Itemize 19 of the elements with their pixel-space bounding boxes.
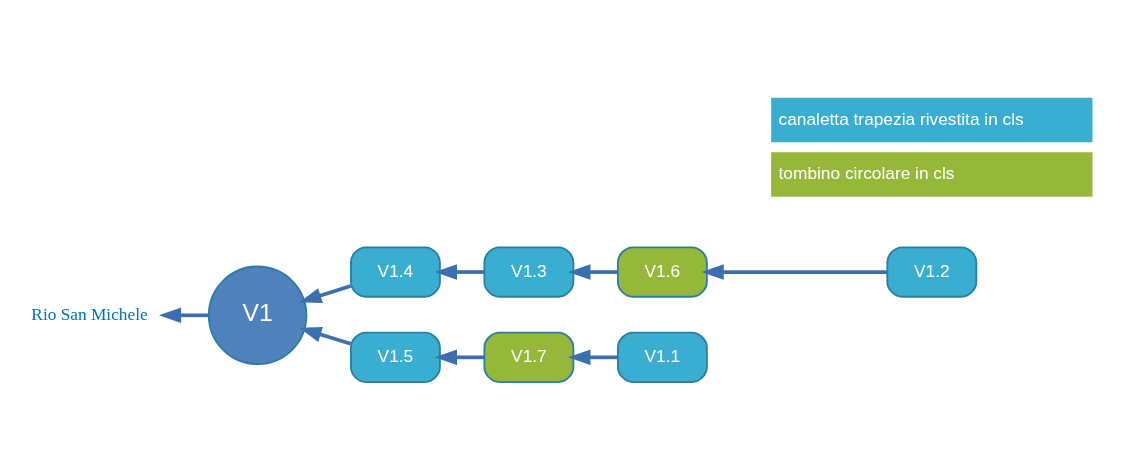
arrow (568, 263, 618, 280)
node-box: V1.7 (483, 331, 575, 383)
node-box: V1.3 (483, 245, 575, 298)
node-box: V1.1 (616, 331, 708, 383)
node-circle: V1 (207, 265, 308, 365)
legend-label: canaletta trapezia rivestita in cls (778, 108, 1024, 129)
legend-label: tombino circolare in cls (778, 162, 955, 183)
node-text: Rio San Michele (31, 304, 148, 324)
node-box: V1.2 (886, 245, 978, 298)
arrow (158, 307, 209, 323)
arrow (434, 349, 485, 365)
node-box: V1.6 (616, 245, 708, 298)
arrow (299, 326, 352, 346)
node-box: V1.4 (350, 245, 441, 298)
arrow (434, 263, 485, 280)
arrow (701, 263, 888, 280)
node-box: V1.5 (350, 331, 441, 383)
arrow (299, 283, 352, 303)
arrow (568, 349, 618, 365)
